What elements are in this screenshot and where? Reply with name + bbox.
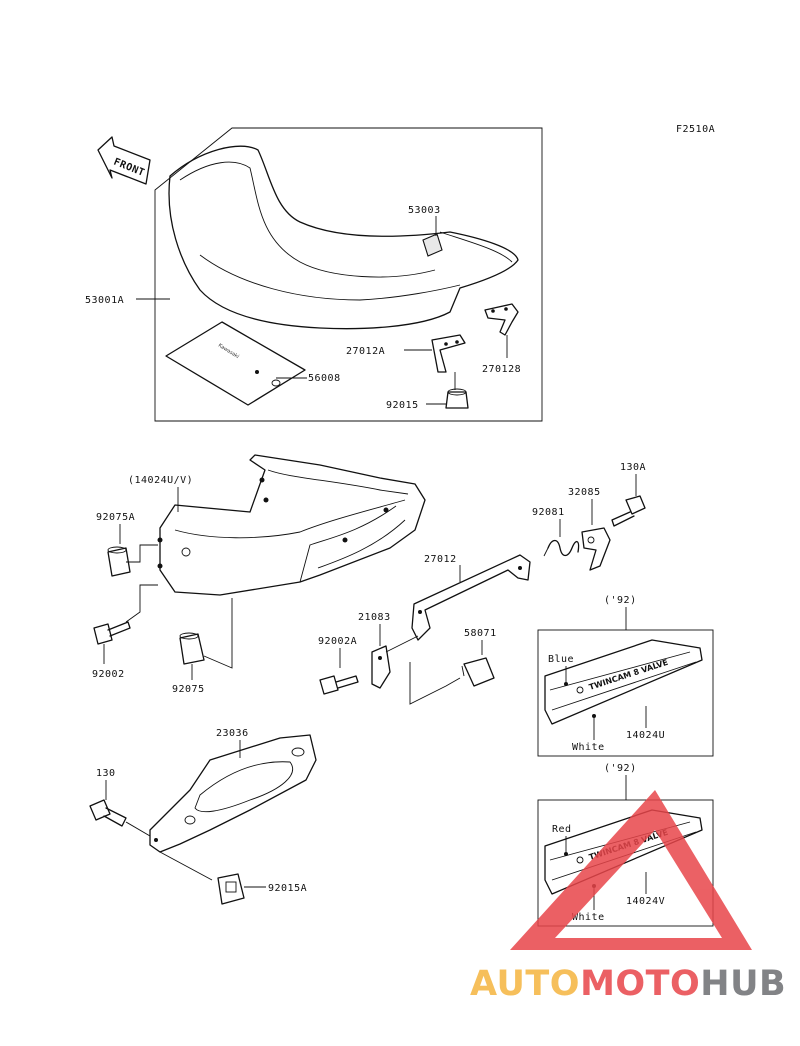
part-label-53001A: 53001A — [85, 295, 124, 306]
bracket-27012A — [431, 334, 466, 373]
part-label-92075: 92075 — [172, 684, 205, 695]
part-label-92075A: 92075A — [96, 512, 135, 523]
watermark-text: AUTOMOTOHUB — [470, 964, 786, 1004]
variant-v-color1: Red — [552, 824, 572, 835]
part-label-21083: 21083 — [358, 612, 391, 623]
svg-text:Kawasaki: Kawasaki — [217, 343, 240, 360]
side-cover-14024U: TWINCAM 8 VALVE — [544, 639, 703, 725]
part-label-92015A: 92015A — [268, 883, 307, 894]
clip-nut-92015A — [217, 873, 245, 905]
bracket-27012B — [484, 303, 519, 336]
grommet-92075 — [179, 632, 205, 665]
part-label-130: 130 — [96, 768, 116, 779]
owner-manual-card-56008: Kawasaki — [165, 321, 306, 406]
automotohub-watermark: AUTOMOTOHUB — [470, 790, 786, 1004]
part-label-14024U: 14024U — [626, 730, 665, 741]
variant-u-color2: White — [572, 742, 605, 753]
part-label-92081: 92081 — [532, 507, 565, 518]
tail-cover-14024UV — [157, 454, 426, 596]
bolt-130A — [611, 495, 646, 527]
grommet-92075A — [107, 546, 131, 577]
part-label-92002A: 92002A — [318, 636, 357, 647]
seat-53001A — [168, 145, 519, 330]
variant-u-year: ('92) — [604, 595, 637, 606]
cable-end-21083 — [371, 645, 391, 689]
front-arrow-icon: FRONT — [97, 136, 151, 185]
part-label-56008: 56008 — [308, 373, 341, 384]
latch-32085 — [581, 527, 611, 571]
bolt-92002 — [93, 621, 131, 645]
nut-92015 — [445, 388, 469, 409]
latch-rod-27012 — [411, 554, 531, 641]
part-label-27012B: 270128 — [482, 364, 521, 375]
part-label-27012A: 27012A — [346, 346, 385, 357]
variant-v-color2: White — [572, 912, 605, 923]
cable-holder-58071 — [461, 657, 495, 687]
bolt-130 — [89, 799, 127, 827]
part-label-14024V: 14024V — [626, 896, 665, 907]
front-arrow-label: FRONT — [112, 157, 146, 179]
part-label-58071: 58071 — [464, 628, 497, 639]
figure-code: F2510A — [676, 124, 715, 135]
variant-v-box — [537, 799, 714, 927]
part-label-53003: 53003 — [408, 205, 441, 216]
seat-group-box — [154, 127, 543, 422]
bolt-92002A — [319, 675, 359, 695]
variant-u-box — [537, 629, 714, 757]
license-bracket-23036 — [149, 734, 317, 853]
part-label-130A: 130A — [620, 462, 646, 473]
part-label-32085: 32085 — [568, 487, 601, 498]
part-label-27012: 27012 — [424, 554, 457, 565]
variant-v-year: ('92) — [604, 763, 637, 774]
variant-u-color1: Blue — [548, 654, 574, 665]
part-label-92015: 92015 — [386, 400, 419, 411]
spring-92081 — [543, 539, 580, 557]
part-label-14024UV: (14024U/V) — [128, 475, 193, 486]
part-label-92002: 92002 — [92, 669, 125, 680]
part-label-23036: 23036 — [216, 728, 249, 739]
watermark-triangle-icon — [510, 790, 752, 950]
